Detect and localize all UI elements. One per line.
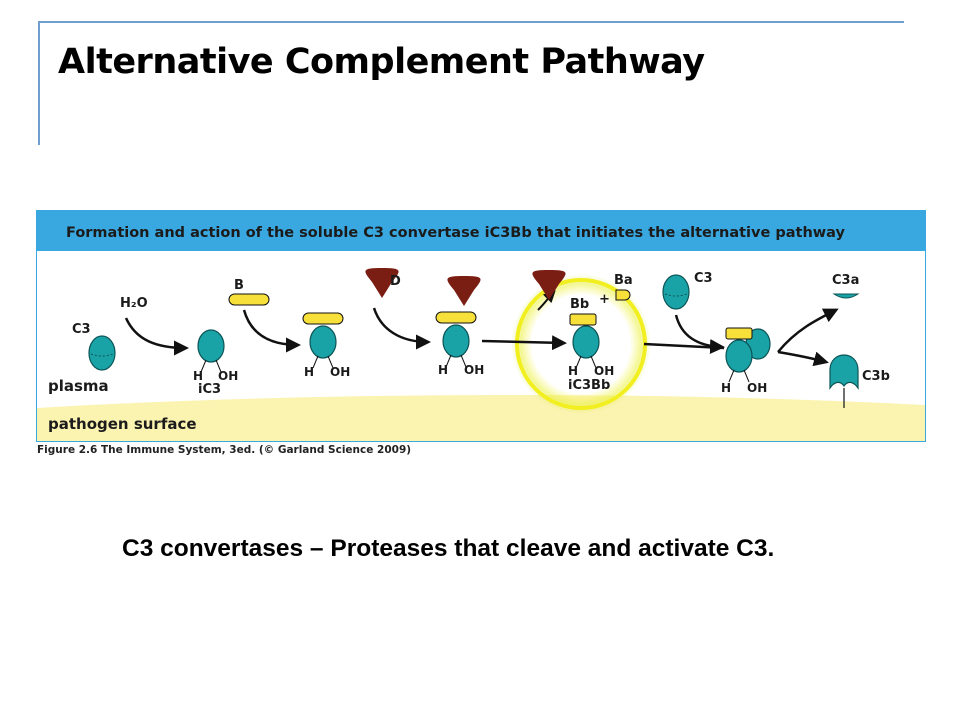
- c3-substrate-protein: [662, 274, 690, 310]
- slide-frame-top: [38, 21, 904, 23]
- c3a-fragment: [832, 293, 860, 299]
- factor-b-bound-2: [435, 311, 477, 324]
- ic3b-d-protein: [442, 324, 470, 358]
- ic3bb-protein: [572, 325, 600, 359]
- plasma-label: plasma: [48, 377, 109, 395]
- slide-frame-left: [38, 21, 40, 145]
- factor-d-released: [532, 270, 566, 300]
- h-label: H: [721, 381, 731, 395]
- h2o-label: H₂O: [120, 296, 148, 311]
- ba-fragment: [615, 289, 631, 301]
- complex-bb: [725, 327, 753, 340]
- c3a-release-arrow: [777, 308, 839, 353]
- c3-left-label: C3: [72, 322, 91, 337]
- h-label: H: [568, 364, 578, 378]
- ic3b-protein: [309, 325, 337, 359]
- factor-d-bound: [447, 276, 481, 306]
- oh-label: OH: [464, 363, 484, 377]
- cleavage-arrow: [481, 335, 567, 351]
- ic3-protein: [197, 329, 225, 363]
- c3a-label: C3a: [832, 273, 859, 288]
- oh-label: OH: [330, 365, 350, 379]
- pathogen-surface-label: pathogen surface: [48, 415, 197, 433]
- figure-caption: Figure 2.6 The Immune System, 3ed. (© Ga…: [37, 444, 412, 456]
- factor-b-bound: [302, 312, 344, 325]
- b-binding-arrow: [242, 309, 301, 353]
- pathway-figure: Formation and action of the soluble C3 c…: [36, 210, 926, 442]
- c3b-release-arrow: [777, 350, 829, 367]
- banner-text: Formation and action of the soluble C3 c…: [66, 225, 845, 241]
- bb-fragment: [569, 313, 597, 326]
- factor-d-label: D: [390, 274, 401, 289]
- ic3bb-label: iC3Bb: [568, 378, 610, 393]
- factor-b-label: B: [234, 278, 244, 293]
- ic3-label: iC3: [198, 382, 221, 397]
- oh-label: OH: [218, 369, 238, 383]
- hydrolysis-arrow: [124, 317, 189, 356]
- slide-body-text: C3 convertases – Proteases that cleave a…: [122, 535, 775, 562]
- pathogen-surface-region: [37, 394, 925, 441]
- pathway-diagram: Formation and action of the soluble C3 c…: [36, 210, 926, 442]
- c3b-protein: [829, 354, 859, 390]
- plus-label: +: [599, 292, 610, 307]
- c3b-label: C3b: [862, 369, 890, 384]
- oh-label: OH: [594, 364, 614, 378]
- c3-protein: [88, 335, 116, 371]
- d-binding-arrow: [372, 307, 431, 350]
- oh-label: OH: [747, 381, 767, 395]
- h-label: H: [193, 369, 203, 383]
- bb-label: Bb: [570, 297, 589, 312]
- ba-label: Ba: [614, 273, 633, 288]
- factor-b: [228, 293, 270, 306]
- h-label: H: [438, 363, 448, 377]
- c3-right-label: C3: [694, 271, 713, 286]
- slide-title: Alternative Complement Pathway: [58, 42, 705, 82]
- convertase-arrow: [643, 342, 725, 350]
- figure-banner: [37, 211, 925, 251]
- factor-d: [365, 268, 399, 298]
- h-label: H: [304, 365, 314, 379]
- complex-ic3-protein: [725, 339, 753, 373]
